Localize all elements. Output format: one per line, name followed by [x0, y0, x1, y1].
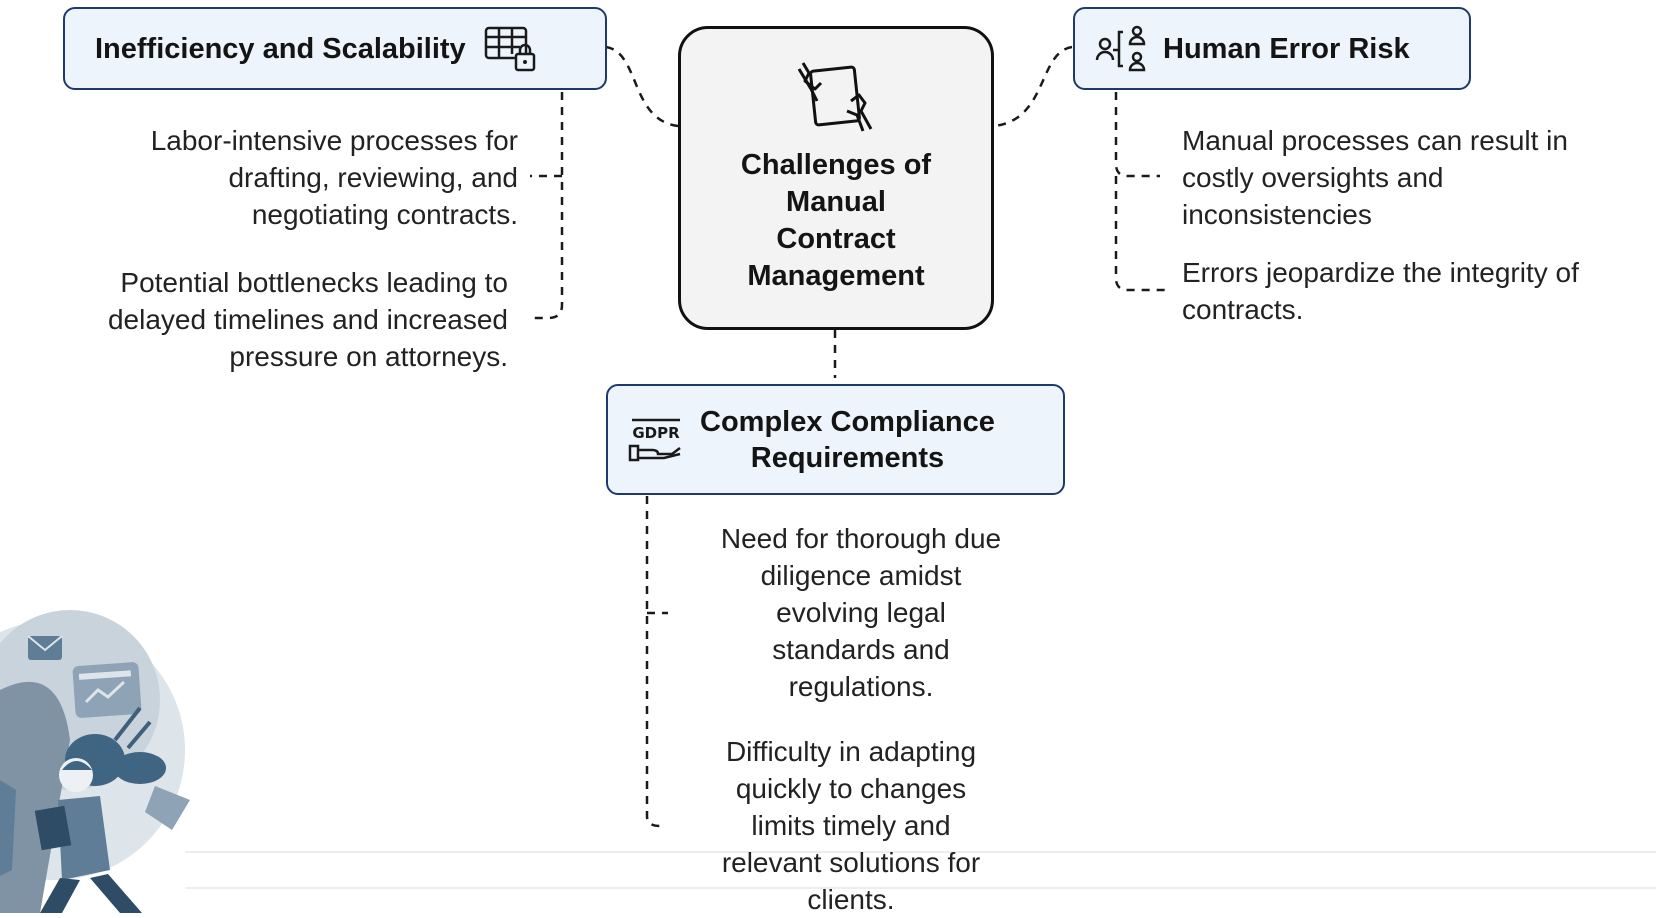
- gdpr-hand-icon: GDPR: [628, 414, 684, 466]
- human-error-node: Human Error Risk: [1073, 7, 1471, 90]
- human-error-point-1: Manual processes can result in costly ov…: [1182, 125, 1568, 230]
- inefficiency-point-2: Potential bottlenecks leading to delayed…: [107, 267, 508, 372]
- human-error-point-2: Errors jeopardize the integrity of contr…: [1182, 257, 1579, 325]
- compliance-point-1: Need for thorough due diligence amidst e…: [720, 523, 1002, 702]
- hand-document-icon: [791, 59, 881, 135]
- inefficiency-title: Inefficiency and Scalability: [95, 32, 466, 65]
- user-network-icon: [1095, 24, 1151, 74]
- human-error-title: Human Error Risk: [1163, 32, 1410, 65]
- table-lock-icon: [484, 24, 538, 74]
- gdpr-icon-text: GDPR: [632, 424, 680, 442]
- center-node: Challenges of Manual Contract Management: [678, 26, 994, 330]
- compliance-point-2: Difficulty in adapting quickly to change…: [721, 736, 981, 915]
- compliance-node: GDPR Complex Compliance Requirements: [606, 384, 1065, 495]
- inefficiency-point-1: Labor-intensive processes for drafting, …: [150, 125, 518, 230]
- inefficiency-node: Inefficiency and Scalability: [63, 7, 607, 90]
- center-title: Challenges of Manual Contract Management: [740, 149, 932, 292]
- compliance-title: Complex Compliance Requirements: [700, 405, 995, 474]
